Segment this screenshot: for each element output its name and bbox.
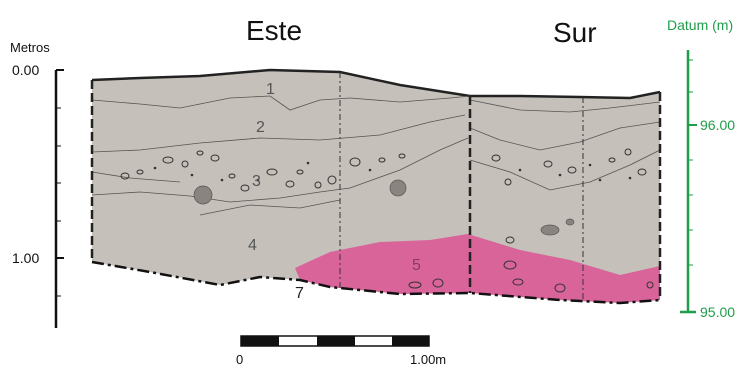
metres-bottom-label: 1.00 <box>12 250 39 266</box>
datum-lower-label: 95.00 <box>700 304 735 320</box>
layer-7-label: 7 <box>295 285 304 302</box>
south-heading: Sur <box>553 17 597 48</box>
soil-profile-body <box>92 70 660 303</box>
base-line <box>91 260 661 305</box>
layer-1-label: 1 <box>266 81 275 98</box>
layer-2-label: 2 <box>256 119 265 136</box>
east-heading: Este <box>246 15 302 46</box>
scale-bar-end-label: 1.00m <box>410 352 446 367</box>
pebbles <box>120 148 654 293</box>
scale-bar-start-label: 0 <box>236 352 243 367</box>
metres-top-label: 0.00 <box>12 62 39 78</box>
stratum-boundaries <box>91 95 661 216</box>
datum-axis-title: Datum (m) <box>667 17 733 33</box>
layer-3-label: 3 <box>252 173 261 190</box>
layer-5-label: 5 <box>412 257 421 274</box>
hatched-stones <box>193 179 575 236</box>
metres-axis-title: Metros <box>10 40 50 55</box>
datum-upper-label: 96.00 <box>700 117 735 133</box>
layer-5-fill <box>295 234 660 303</box>
surface-line <box>91 68 661 100</box>
layer-4-label: 4 <box>248 237 257 254</box>
scale-bar <box>240 335 430 347</box>
gravel-dots <box>153 161 632 182</box>
